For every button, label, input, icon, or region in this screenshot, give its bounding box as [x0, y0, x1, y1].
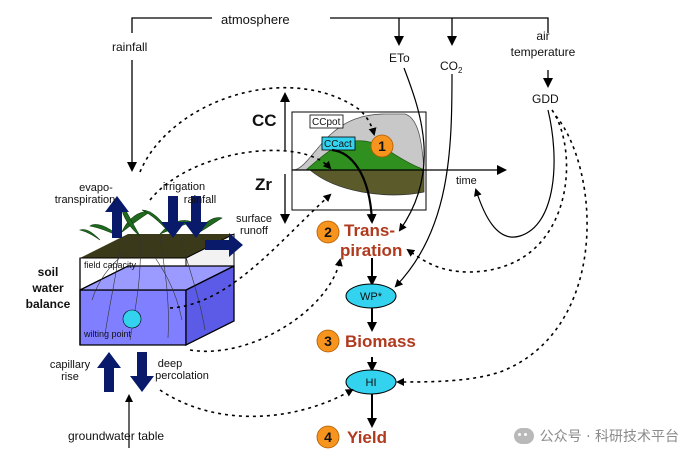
co2-label: CO2 [440, 59, 463, 75]
deep-label: deep [158, 358, 182, 370]
step1-label: 1 [378, 138, 386, 154]
canopy-chart [280, 92, 507, 224]
atmosphere-label: atmosphere [221, 12, 290, 27]
step3-circle [316, 329, 340, 353]
root-zone-area [308, 169, 425, 196]
biomass-label: Biomass [345, 332, 416, 351]
percolation-label: percolation [155, 370, 209, 382]
balance-label: balance [26, 297, 71, 311]
eto-label: ETo [389, 51, 410, 65]
groundwater-label: groundwater table [68, 429, 164, 443]
ccact-label: CCact [324, 139, 352, 150]
step2-label: 2 [324, 224, 332, 240]
wp-oval [345, 283, 397, 309]
surface-label: surface [236, 213, 272, 225]
wechat-badge-icon [513, 428, 534, 444]
process-chain [316, 67, 555, 449]
watermark: 公众号 · 科研技术平台 [513, 426, 679, 446]
ccpot-label: CCpot [312, 117, 341, 128]
step4-label: 4 [324, 429, 332, 445]
evapo-label-1: evapo- [79, 182, 113, 194]
hi-label: HI [366, 377, 377, 389]
ccpot-box [309, 114, 344, 129]
time-axis-label: time [456, 175, 477, 187]
step2-circle [316, 220, 340, 244]
rainfall-small-label: rainfall [184, 194, 216, 206]
soil-label: soil [38, 265, 59, 279]
rainfall-label: rainfall [112, 40, 147, 54]
wilting-point-label: wilting point [83, 329, 132, 339]
atmosphere-bracket [127, 17, 553, 172]
step3-label: 3 [324, 333, 332, 349]
cc-axis-label: CC [252, 111, 277, 130]
gdd-label: GDD [532, 92, 559, 106]
zr-axis-label: Zr [255, 175, 272, 194]
feedback-links [139, 87, 588, 418]
runoff-label: runoff [240, 225, 269, 237]
temperature-label: temperature [511, 45, 576, 59]
air-label: air [536, 29, 549, 43]
ccact-box [321, 136, 356, 151]
transpiration-label-1: Trans- [344, 221, 395, 240]
field-capacity-label: field capacity [84, 260, 137, 270]
water-flux-arrows [97, 196, 243, 392]
step1-circle [370, 134, 394, 158]
rise-label: rise [61, 371, 79, 383]
water-label: water [31, 281, 64, 295]
evapo-label-2: transpiration [55, 194, 116, 206]
soil-water-indicator [122, 309, 142, 329]
yield-label: Yield [347, 428, 387, 447]
transpiration-label-2: piration [340, 241, 402, 260]
capillary-label: capillary [50, 359, 91, 371]
wp-label: WP* [360, 291, 383, 303]
irrigation-label: irrigation [163, 181, 205, 193]
watermark-text: 公众号 · 科研技术平台 [539, 429, 679, 445]
soil-block [79, 233, 235, 347]
step4-circle [316, 425, 340, 449]
